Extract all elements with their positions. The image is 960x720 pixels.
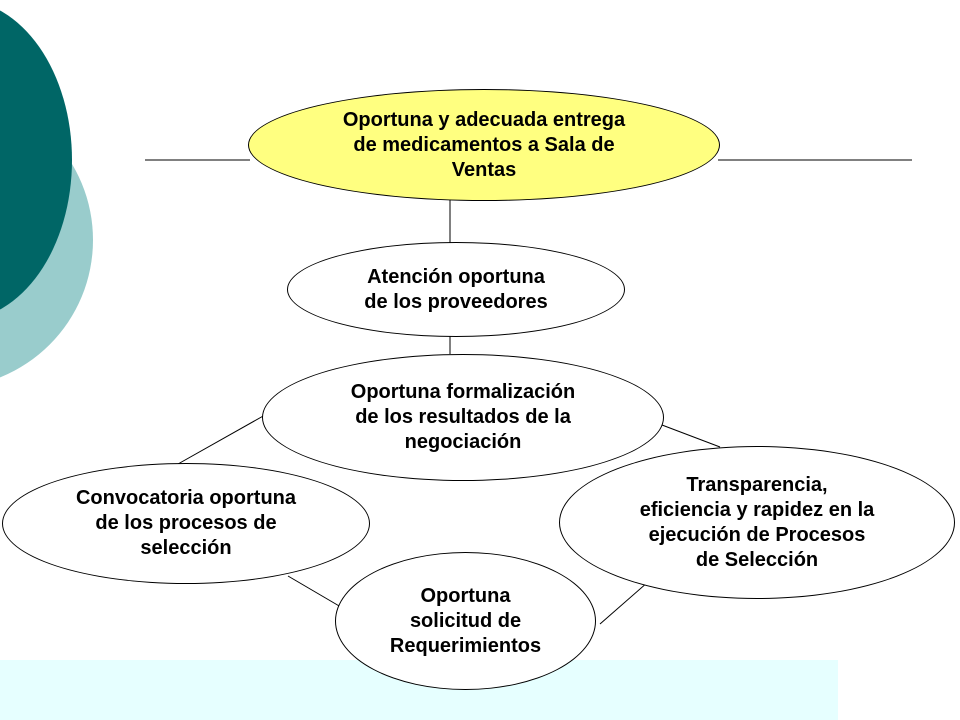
node-line: de los procesos de (95, 512, 277, 534)
node-line: de los proveedores (364, 290, 548, 313)
node-convocatoria-procesos: Convocatoria oportuna de los procesos de… (2, 463, 370, 584)
node-transparencia-procesos: Transparencia, eficiencia y rapidez en l… (559, 446, 955, 599)
node-line: de Selección (695, 548, 819, 571)
node-line: ejecución de Procesos (648, 523, 866, 546)
node-line: Oportuna (420, 584, 511, 607)
node-solicitud-requerimientos: Oportuna solicitud de Requerimientos (335, 552, 596, 690)
decor-circle-dark (0, 10, 72, 310)
node-line: de medicamentos a Sala de (353, 133, 615, 156)
connector-formalizacion-transparencia (661, 424, 721, 448)
node-line: selección (140, 537, 232, 559)
node-line: Requerimientos (389, 634, 542, 657)
node-main-objective: Oportuna y adecuada entrega de medicamen… (248, 89, 720, 201)
node-formalizacion-resultados: Oportuna formalización de los resultados… (262, 354, 664, 481)
node-line: Ventas (451, 158, 517, 181)
node-line: Oportuna y adecuada entrega (342, 108, 626, 131)
node-line: Oportuna formalización (350, 381, 576, 403)
node-line: solicitud de (409, 609, 522, 632)
node-line: eficiencia y rapidez en la (639, 498, 875, 521)
node-atencion-proveedores: Atención oportuna de los proveedores (287, 242, 625, 337)
connector-formalizacion-convocatoria (177, 414, 266, 465)
connector-transparencia-solicitud (599, 581, 649, 625)
node-line: Transparencia, (686, 473, 828, 496)
connector-convocatoria-solicitud (287, 575, 347, 611)
node-line: negociación (404, 431, 522, 453)
node-line: Convocatoria oportuna (75, 487, 296, 509)
node-line: Atención oportuna (367, 265, 545, 288)
node-line: de los resultados de la (355, 406, 571, 428)
